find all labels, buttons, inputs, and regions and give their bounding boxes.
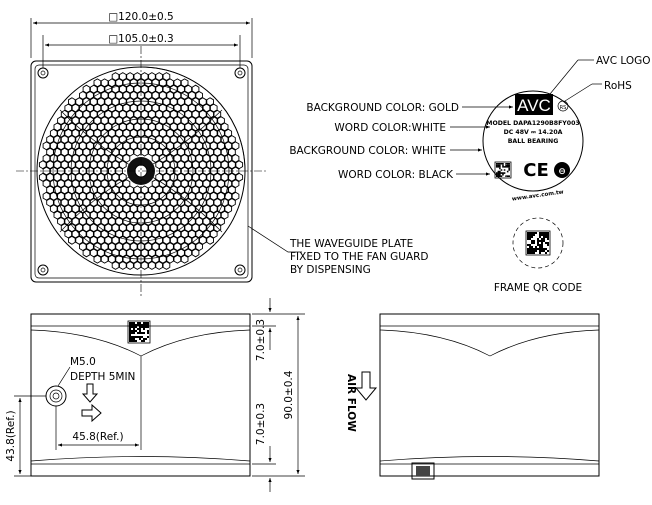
side-view-left: M5.0 DEPTH 5MIN 45.8(Ref.) 43.8(Ref.) 7.… (5, 298, 305, 492)
hole-depth: DEPTH 5MIN (70, 371, 135, 383)
dim-outer-width: □120.0±0.5 (108, 11, 173, 23)
callout-waveguide-line3: BY DISPENSING (290, 264, 371, 276)
callout-bg-gold: BACKGROUND COLOR: GOLD (306, 102, 459, 114)
threaded-hole (45, 385, 67, 407)
callout-rohs: RoHS (604, 80, 632, 92)
label-bearing: BALL BEARING (508, 138, 559, 145)
side-view-right (379, 313, 600, 480)
dim-bottom-offset: 7.0±0.3 (255, 403, 267, 445)
frame-outline (30, 60, 253, 283)
callout-waveguide-line1: THE WAVEGUIDE PLATE (289, 238, 413, 250)
air-flow-label: AIR FLOW (345, 374, 357, 432)
connector (411, 462, 435, 480)
callout-bg-white: BACKGROUND COLOR: WHITE (289, 145, 446, 157)
right-arrow-icon (81, 403, 102, 423)
waveguide-mesh (38, 72, 244, 270)
label-cert-icon (554, 162, 570, 178)
callout-waveguide-line2: FIXED TO THE FAN GUARD (290, 251, 429, 263)
dim-hole-y: 43.8(Ref.) (5, 410, 17, 461)
label-rating: DC 48V ⎓ 14.20A (504, 129, 563, 136)
hole-thread: M5.0 (70, 356, 96, 368)
frame-qr: FRAME QR CODE (494, 217, 582, 294)
product-label: AVC RS MODEL DAPA1290B8FY003 DC 48V ⎓ 14… (482, 90, 584, 203)
down-arrow-icon (81, 383, 99, 403)
dim-hole-x: 45.8(Ref.) (72, 431, 123, 443)
air-flow-arrow-icon (354, 371, 378, 401)
callout-word-white: WORD COLOR:WHITE (334, 122, 446, 134)
front-view: □120.0±0.5 □105.0±0.3 THE WAVEGUIDE PLAT… (16, 11, 429, 298)
air-flow: AIR FLOW (345, 371, 378, 432)
callout-word-black: WORD COLOR: BLACK (338, 169, 454, 181)
label-website: www.avc.com.tw (512, 189, 565, 202)
side-qr-code (127, 320, 151, 344)
dim-top-offset: 7.0±0.3 (255, 319, 267, 361)
label-qr-code (494, 161, 512, 179)
label-rohs-mark: RS (560, 105, 567, 111)
label-callouts: AVC LOGO RoHS BACKGROUND COLOR: GOLD WOR… (289, 55, 650, 181)
dim-inner-width: □105.0±0.3 (108, 33, 173, 45)
label-model: MODEL DAPA1290B8FY003 (486, 120, 579, 127)
label-brand: AVC (517, 96, 551, 115)
label-ce-mark: CE (523, 160, 549, 181)
dim-height: 90.0±0.4 (283, 370, 295, 419)
callout-avc-logo: AVC LOGO (596, 55, 651, 67)
frame-qr-label: FRAME QR CODE (494, 282, 582, 294)
svg-text:⊖: ⊖ (558, 167, 566, 177)
